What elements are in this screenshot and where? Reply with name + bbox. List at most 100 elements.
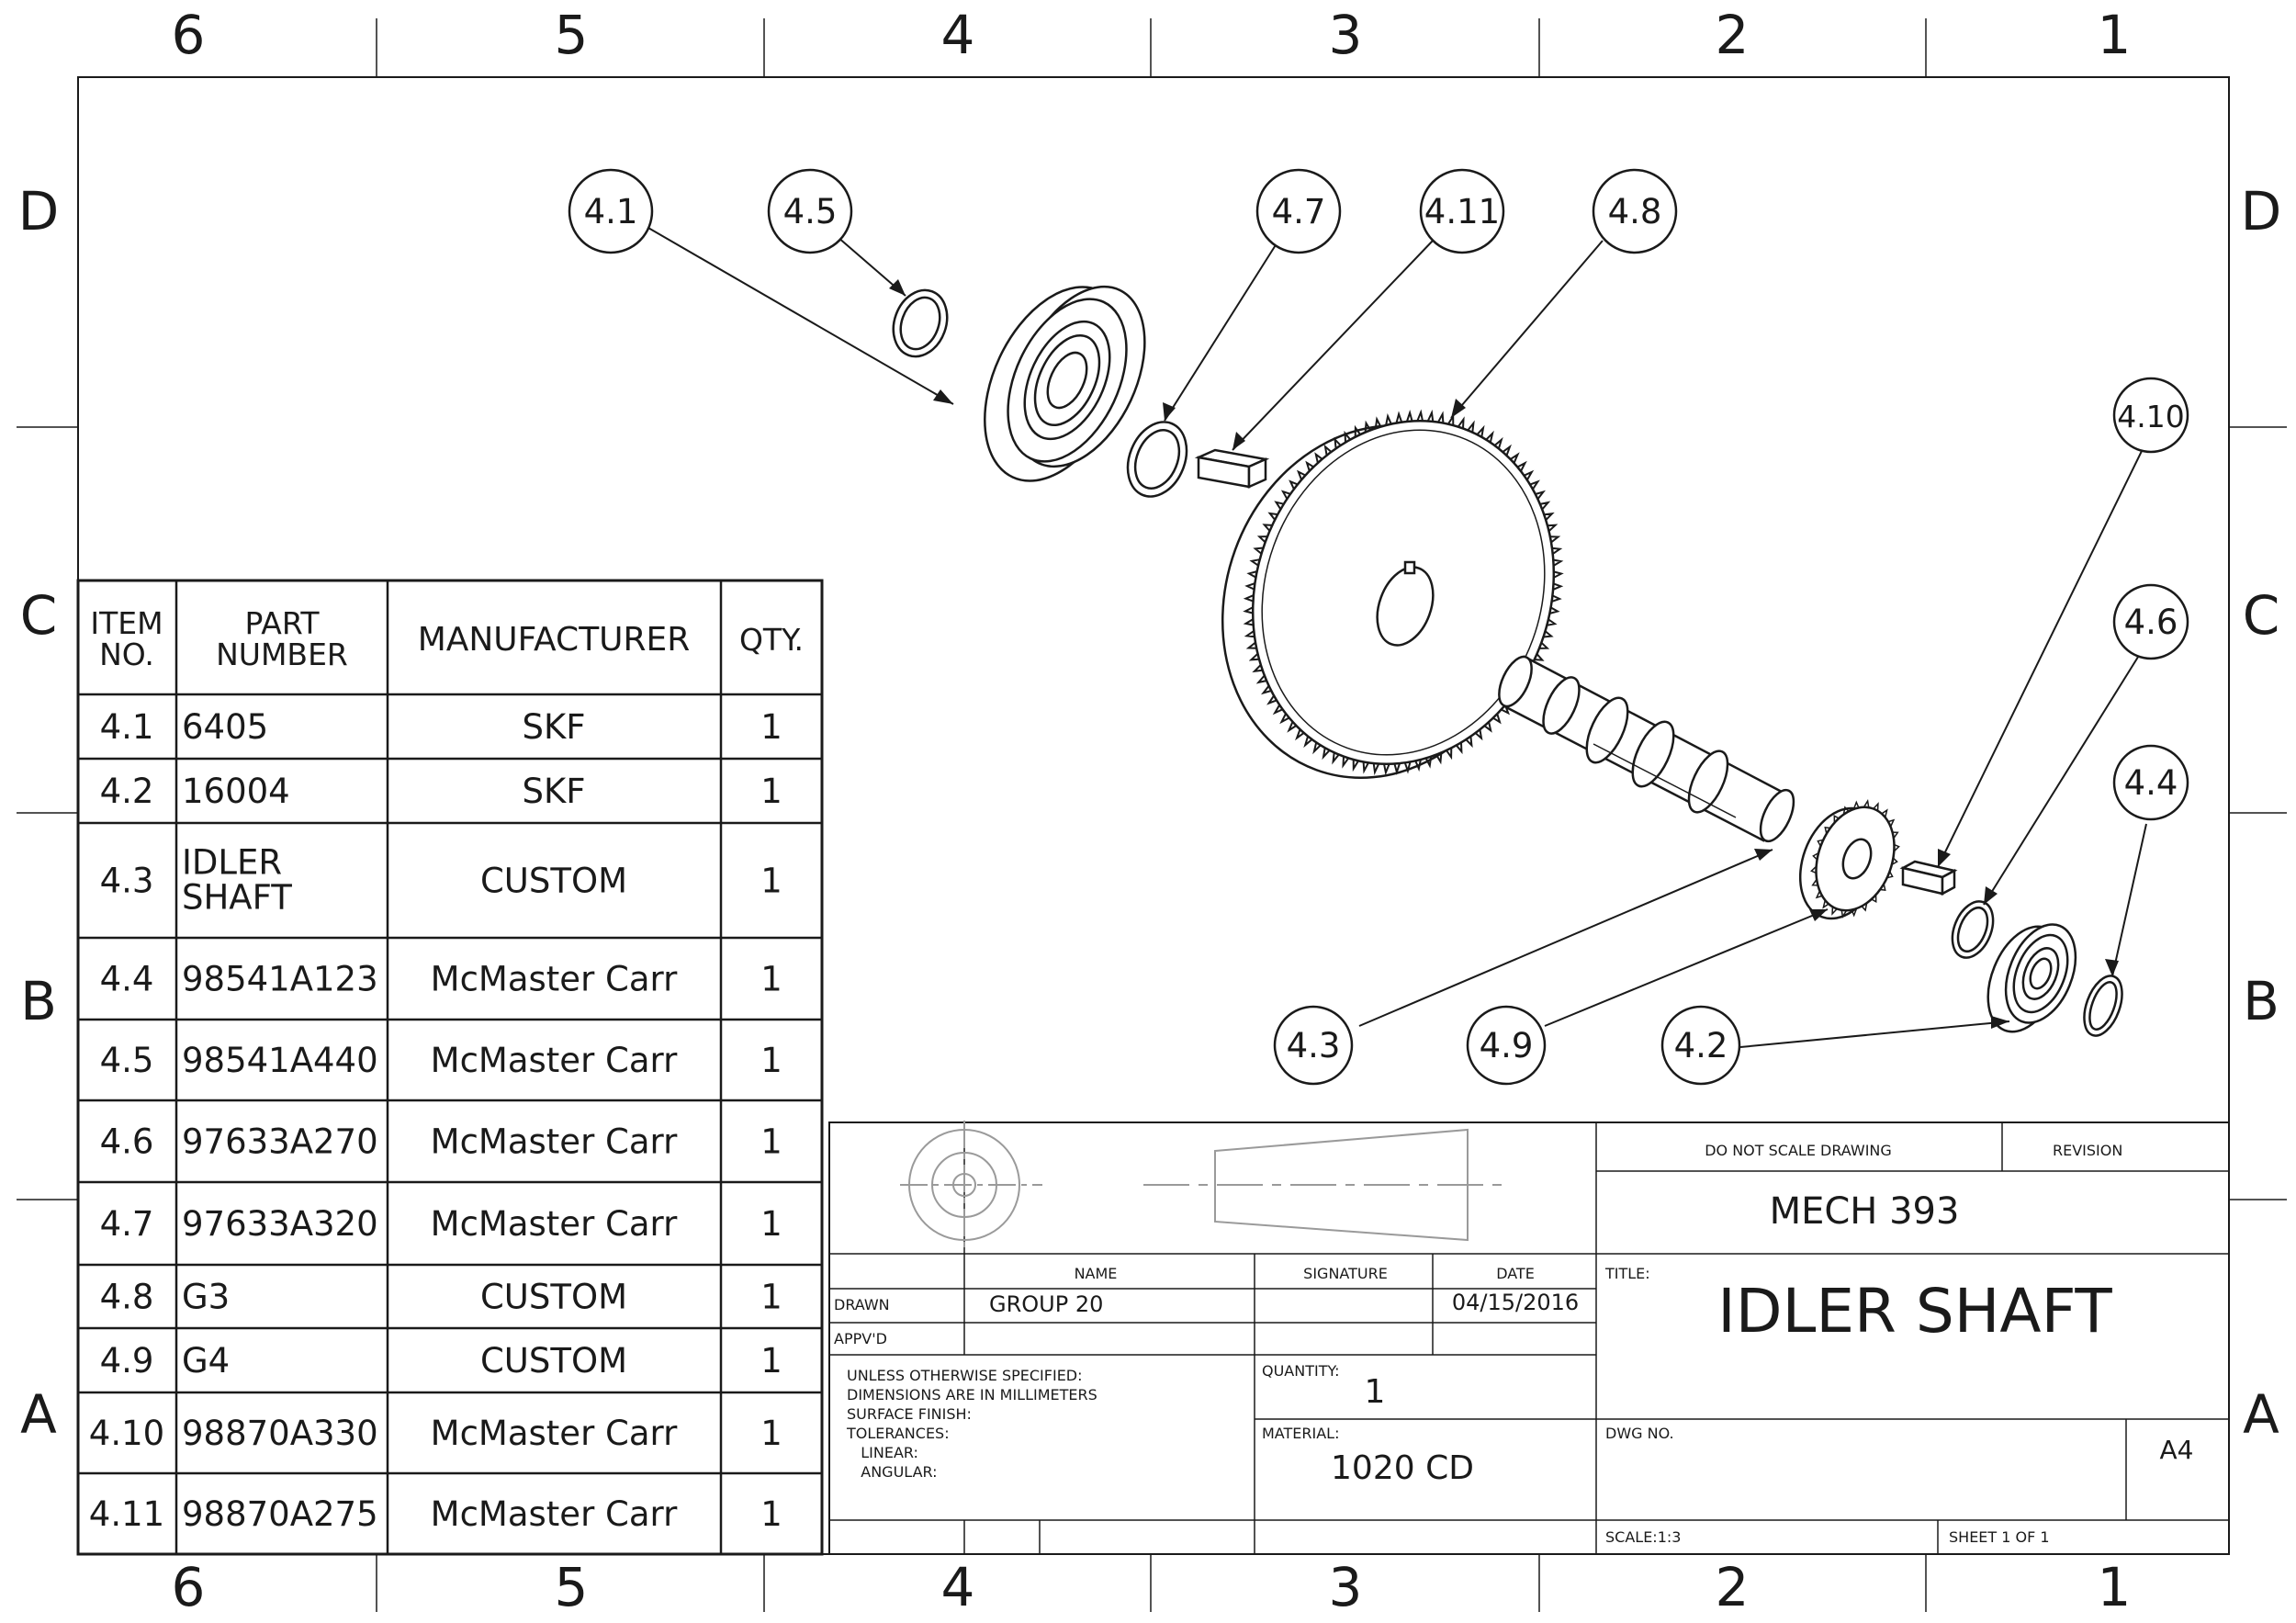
zone-labels-top: 6 5 4 3 2 1 (172, 4, 2132, 66)
zone-row-b-right: B (2243, 970, 2279, 1032)
balloon-label-4-3: 4.3 (1287, 1026, 1341, 1065)
zone-col-1: 1 (2098, 4, 2132, 66)
zone-col-5-bottom: 5 (555, 1556, 589, 1618)
bom-manufacturer: SKF (522, 707, 585, 747)
bom-item-no: 4.6 (100, 1122, 154, 1162)
signature-header: SIGNATURE (1303, 1265, 1388, 1282)
approved-label: APPV'D (834, 1330, 887, 1347)
course-code: MECH 393 (1770, 1190, 1960, 1233)
idler-shaft-4-3 (1498, 655, 1795, 843)
zone-row-d: D (18, 180, 60, 242)
zone-col-5: 5 (555, 4, 589, 66)
zone-labels-bottom: 6 5 4 3 2 1 (172, 1556, 2132, 1618)
quantity-label: QUANTITY: (1262, 1362, 1340, 1380)
zone-col-3: 3 (1329, 4, 1363, 66)
balloon-label-4-11: 4.11 (1424, 192, 1500, 231)
bom-part-number: 98870A275 (182, 1494, 378, 1534)
bom-header-manufacturer: MANUFACTURER (418, 621, 691, 659)
bom-item-no: 4.1 (100, 707, 154, 747)
balloon-label-4-7: 4.7 (1272, 192, 1326, 231)
exploded-view (892, 285, 2123, 1037)
bom-manufacturer: McMaster Carr (431, 960, 678, 999)
key-4-10 (1899, 860, 1958, 896)
zone-col-6: 6 (172, 4, 206, 66)
bom-table: ITEM NO. PART NUMBER MANUFACTURER QTY. 4… (76, 579, 824, 1556)
bom-item-no: 4.11 (89, 1494, 164, 1534)
bom-item-no: 4.10 (89, 1414, 164, 1453)
ball-bearing-4-2 (1986, 923, 2077, 1033)
balloon-4-6: 4.6 (2112, 583, 2189, 660)
bom-header-item-2: NO. (99, 637, 154, 672)
note-line-3: SURFACE FINISH: (847, 1405, 972, 1423)
scale-label: SCALE:1:3 (1605, 1528, 1681, 1546)
balloon-4-2: 4.2 (1660, 1005, 1741, 1086)
bom-item-no: 4.3 (100, 862, 154, 901)
bom-qty: 1 (760, 862, 782, 901)
bom-manufacturer: CUSTOM (480, 1278, 627, 1317)
zone-labels-right: D C B A (2241, 180, 2282, 1446)
balloon-label-4-6: 4.6 (2124, 603, 2178, 642)
title-block: DO NOT SCALE DRAWING REVISION MECH 393 N… (828, 1121, 2230, 1555)
bom-item-no: 4.4 (100, 960, 154, 999)
bom-header-row: ITEM NO. PART NUMBER MANUFACTURER QTY. (90, 605, 804, 672)
date-header: DATE (1496, 1265, 1535, 1282)
bom-part-number: 97633A320 (182, 1204, 378, 1244)
sheet-count: SHEET 1 OF 1 (1949, 1528, 2050, 1546)
drawn-label: DRAWN (834, 1296, 890, 1313)
bom-part-number: 6405 (182, 707, 268, 747)
note-line-6: ANGULAR: (847, 1463, 938, 1481)
title-label: TITLE: (1604, 1265, 1650, 1282)
dwg-no-label: DWG NO. (1605, 1425, 1674, 1442)
bom-manufacturer: McMaster Carr (431, 1041, 678, 1080)
balloon-4-5: 4.5 (767, 168, 853, 254)
retaining-ring-4-4 (2083, 975, 2123, 1037)
key-4-11 (1194, 448, 1270, 489)
revision-label: REVISION (2053, 1142, 2122, 1159)
zone-row-c: C (20, 584, 58, 647)
balloon-4-3: 4.3 (1273, 1005, 1354, 1086)
bom-item-no: 4.9 (100, 1341, 154, 1381)
balloon-4-8: 4.8 (1592, 168, 1678, 254)
note-line-4: TOLERANCES: (846, 1425, 950, 1442)
zone-col-2: 2 (1716, 4, 1750, 66)
note-line-2: DIMENSIONS ARE IN MILLIMETERS (847, 1386, 1097, 1403)
balloons: 4.1 4.5 4.7 4.11 4.8 4.10 4.6 4.4 4.3 4.… (568, 168, 2189, 1086)
balloon-4-1: 4.1 (568, 168, 654, 254)
balloon-label-4-8: 4.8 (1608, 192, 1662, 231)
bom-part-number: 98541A440 (182, 1041, 378, 1080)
bom-qty: 1 (760, 1341, 782, 1381)
balloon-leaders (635, 220, 2147, 1048)
zone-row-d-right: D (2241, 180, 2282, 242)
zone-labels-left: D C B A (18, 180, 60, 1446)
retaining-ring-4-5 (892, 288, 949, 358)
zone-col-4-bottom: 4 (941, 1556, 975, 1618)
bom-part-number: G4 (182, 1341, 230, 1381)
drawing-title: IDLER SHAFT (1717, 1276, 2112, 1347)
bom-item-no: 4.2 (100, 772, 154, 811)
bom-qty: 1 (760, 1204, 782, 1244)
balloon-label-4-2: 4.2 (1674, 1026, 1728, 1065)
zone-col-6-bottom: 6 (172, 1556, 206, 1618)
bom-manufacturer: McMaster Carr (431, 1204, 678, 1244)
zone-row-a-right: A (2243, 1383, 2279, 1446)
bom-manufacturer: McMaster Carr (431, 1494, 678, 1534)
third-angle-projection-symbol (900, 1121, 1506, 1251)
bom-part-number: IDLER (182, 843, 282, 883)
balloon-label-4-4: 4.4 (2124, 763, 2178, 803)
bom-manufacturer: CUSTOM (480, 862, 627, 901)
bom-part-number: 98870A330 (182, 1414, 378, 1453)
zone-col-3-bottom: 3 (1329, 1556, 1363, 1618)
quantity-value: 1 (1365, 1373, 1386, 1411)
bom-header-part-2: NUMBER (216, 637, 348, 672)
drawn-date: 04/15/2016 (1452, 1290, 1579, 1315)
note-line-1: UNLESS OTHERWISE SPECIFIED: (847, 1367, 1083, 1384)
